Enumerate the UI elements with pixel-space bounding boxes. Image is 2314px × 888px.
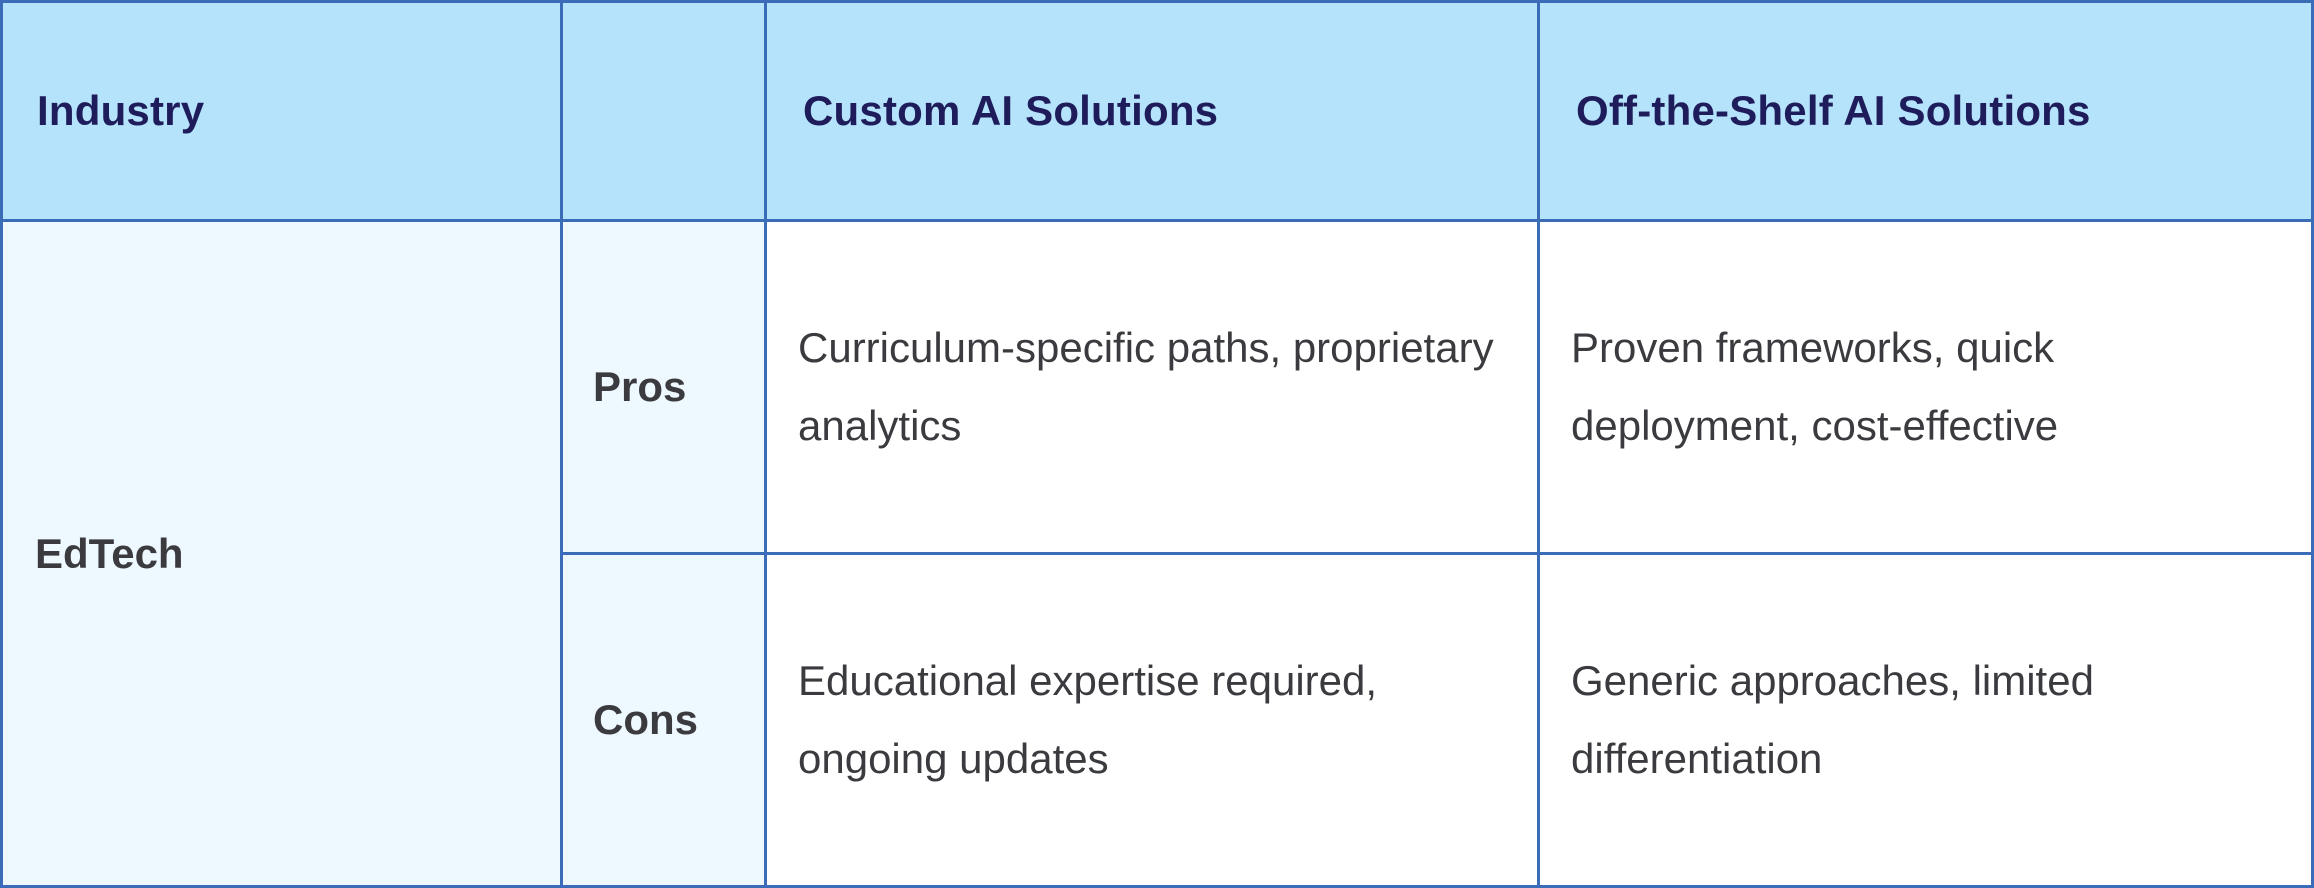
cell-cons-off-the-shelf: Generic approaches, limited differentiat… [1540, 555, 2314, 888]
cell-pros-off-the-shelf-text: Proven frameworks, quick deployment, cos… [1571, 324, 2059, 449]
header-custom-ai: Custom AI Solutions [767, 0, 1540, 222]
cell-pros-off-the-shelf: Proven frameworks, quick deployment, cos… [1540, 222, 2314, 555]
cell-pros-custom-text: Curriculum-specific paths, proprietary a… [798, 324, 1494, 449]
header-off-the-shelf-ai: Off-the-Shelf AI Solutions [1540, 0, 2314, 222]
header-off-the-shelf-ai-label: Off-the-Shelf AI Solutions [1576, 87, 2091, 134]
row-label-pros-text: Pros [593, 363, 687, 410]
header-industry: Industry [0, 0, 563, 222]
header-custom-ai-label: Custom AI Solutions [803, 87, 1219, 134]
header-blank [563, 0, 767, 222]
industry-cell-edtech: EdTech [0, 222, 563, 888]
row-label-pros: Pros [563, 222, 767, 555]
row-label-cons: Cons [563, 555, 767, 888]
cell-cons-custom: Educational expertise required, ongoing … [767, 555, 1540, 888]
row-label-cons-text: Cons [593, 696, 698, 743]
header-industry-label: Industry [37, 87, 205, 134]
cell-cons-off-the-shelf-text: Generic approaches, limited differentiat… [1571, 657, 2094, 782]
cell-pros-custom: Curriculum-specific paths, proprietary a… [767, 222, 1540, 555]
industry-name: EdTech [35, 529, 184, 577]
cell-cons-custom-text: Educational expertise required, ongoing … [798, 657, 1378, 782]
